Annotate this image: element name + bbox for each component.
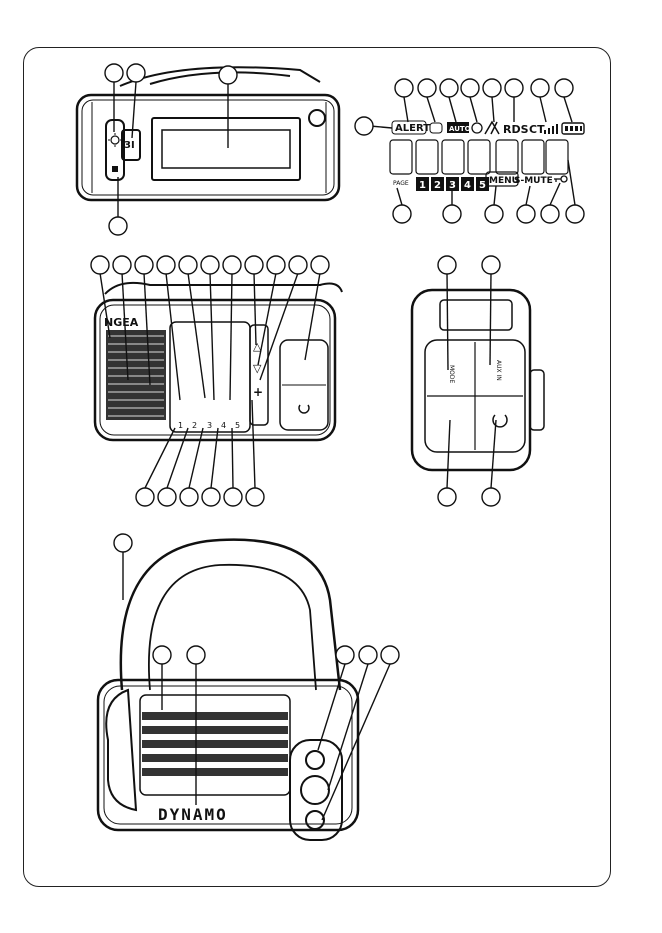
smute-label: S-MUTE: [514, 176, 553, 186]
flashlight: [290, 740, 342, 840]
svg-text:4: 4: [464, 180, 471, 191]
svg-text:2: 2: [192, 421, 197, 430]
antenna-icon: [485, 122, 499, 134]
aux-label: AUX IN: [495, 360, 502, 381]
alarm-icon: [472, 123, 482, 133]
callouts-side: [438, 256, 500, 506]
lcd-display: ALERT AUTO RDS CT PAGE 1 2 3: [390, 121, 584, 191]
top-view: [77, 67, 339, 200]
svg-text:1: 1: [419, 180, 426, 191]
mode-label: MODE: [448, 365, 455, 384]
svg-text:3: 3: [207, 421, 212, 430]
brand-label: NGEA: [104, 316, 139, 329]
svg-text:1: 1: [178, 421, 183, 430]
crank-panel: [106, 690, 136, 810]
back-grille: [142, 712, 288, 776]
back-view: [98, 540, 358, 830]
signal-icon: [544, 124, 558, 134]
dynamo-label: DYNAMO: [158, 805, 228, 824]
stop-icon: [112, 166, 118, 172]
page-label: PAGE: [393, 180, 409, 187]
svg-text:2: 2: [434, 180, 441, 191]
svg-text:5: 5: [479, 180, 486, 191]
svg-text:4: 4: [221, 421, 226, 430]
mode-icon: 3I: [124, 140, 135, 151]
sos-icon: [430, 123, 442, 133]
plus-label: +: [253, 385, 263, 399]
battery-icon: [562, 123, 584, 134]
segment-digits: [390, 140, 568, 174]
callouts-top-right: [355, 79, 584, 223]
key-icon: [554, 176, 567, 182]
svg-text:3: 3: [449, 180, 456, 191]
preset-boxes: 1 2 3 4 5: [416, 177, 489, 191]
ct-label: CT: [529, 123, 545, 136]
front-view: [95, 283, 342, 440]
auto-label: AUTO: [449, 125, 471, 133]
rds-label: RDS: [503, 123, 529, 136]
alert-label: ALERT: [395, 123, 430, 134]
svg-text:5: 5: [235, 421, 240, 430]
callouts-back: [114, 534, 399, 820]
side-view: [412, 290, 544, 470]
